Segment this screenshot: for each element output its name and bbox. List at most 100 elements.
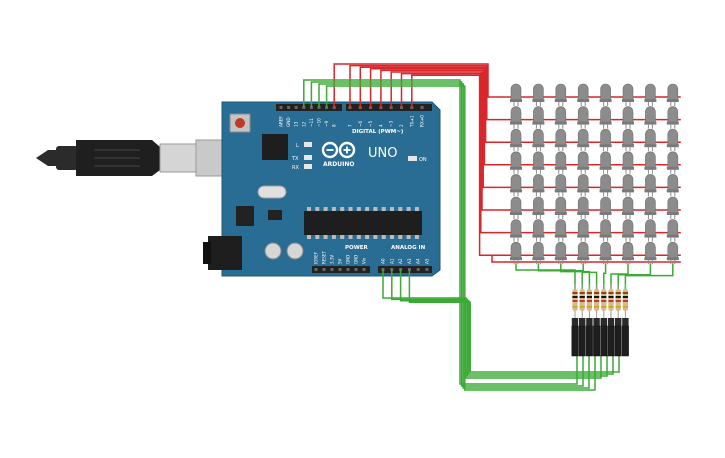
led[interactable] xyxy=(666,128,679,152)
digital-pin-hole[interactable] xyxy=(369,106,373,109)
led[interactable] xyxy=(554,174,567,197)
led[interactable] xyxy=(666,106,679,129)
led-matrix-8x8[interactable] xyxy=(510,83,679,265)
led[interactable] xyxy=(644,151,657,174)
led[interactable] xyxy=(577,83,590,106)
led[interactable] xyxy=(666,151,679,174)
led[interactable] xyxy=(532,196,545,219)
power-pin-hole[interactable] xyxy=(354,268,358,271)
led[interactable] xyxy=(510,174,522,197)
power-pin-hole[interactable] xyxy=(362,268,366,271)
led[interactable] xyxy=(599,196,612,219)
power-jack[interactable] xyxy=(208,236,242,270)
led[interactable] xyxy=(532,83,545,106)
power-pin-hole[interactable] xyxy=(338,268,342,271)
arduino-uno-board[interactable]: L TX RX ON ARDUINO UNO DIGITAL (PWM~) PO… xyxy=(203,101,441,277)
resistor[interactable] xyxy=(622,284,628,318)
digital-pin-hole[interactable] xyxy=(420,106,424,109)
led[interactable] xyxy=(622,241,634,265)
led[interactable] xyxy=(577,106,590,129)
led[interactable] xyxy=(644,241,657,265)
led[interactable] xyxy=(599,128,612,152)
led[interactable] xyxy=(510,241,522,265)
resistor[interactable] xyxy=(608,284,614,318)
header-pin-housing[interactable] xyxy=(621,325,629,357)
led[interactable] xyxy=(577,196,590,219)
resistor[interactable] xyxy=(615,284,621,318)
digital-pin-hole[interactable] xyxy=(400,106,403,109)
led[interactable] xyxy=(666,196,679,219)
led[interactable] xyxy=(554,128,567,152)
led[interactable] xyxy=(532,106,545,129)
resistor-array[interactable] xyxy=(572,284,628,318)
led[interactable] xyxy=(554,106,567,129)
header-pin-housing[interactable] xyxy=(607,325,615,357)
led[interactable] xyxy=(599,106,612,129)
digital-pin-hole[interactable] xyxy=(325,106,329,109)
led[interactable] xyxy=(599,174,612,197)
led[interactable] xyxy=(532,174,545,197)
led[interactable] xyxy=(532,219,545,242)
led[interactable] xyxy=(577,241,590,265)
led[interactable] xyxy=(666,219,679,242)
analog-pin-hole[interactable] xyxy=(425,268,429,271)
power-pin-hole[interactable] xyxy=(322,268,326,271)
resistor[interactable] xyxy=(572,284,578,318)
led[interactable] xyxy=(554,241,567,265)
power-pin-hole[interactable] xyxy=(314,268,318,271)
led[interactable] xyxy=(622,128,634,152)
led[interactable] xyxy=(554,219,567,242)
led[interactable] xyxy=(510,106,522,129)
power-pin-hole[interactable] xyxy=(346,268,350,271)
led[interactable] xyxy=(510,196,522,219)
resistor[interactable] xyxy=(579,284,585,318)
led[interactable] xyxy=(622,174,634,197)
pin-header-strip[interactable] xyxy=(571,318,629,357)
led[interactable] xyxy=(644,174,657,197)
led[interactable] xyxy=(666,83,679,106)
header-pin-housing[interactable] xyxy=(593,325,601,357)
led[interactable] xyxy=(666,174,679,197)
led[interactable] xyxy=(532,241,545,265)
led[interactable] xyxy=(622,106,634,129)
led[interactable] xyxy=(599,241,612,265)
led[interactable] xyxy=(510,219,522,242)
led[interactable] xyxy=(532,151,545,174)
digital-pin-hole[interactable] xyxy=(317,106,321,109)
led[interactable] xyxy=(577,128,590,152)
resistor[interactable] xyxy=(601,284,607,318)
digital-pin-hole[interactable] xyxy=(410,106,414,109)
digital-pin-hole[interactable] xyxy=(348,106,352,109)
analog-pin-hole[interactable] xyxy=(416,268,420,271)
power-pin-hole[interactable] xyxy=(330,268,334,271)
led[interactable] xyxy=(510,128,522,152)
led[interactable] xyxy=(599,151,612,174)
led[interactable] xyxy=(644,196,657,219)
header-pin-housing[interactable] xyxy=(578,325,586,357)
digital-pin-hole[interactable] xyxy=(332,106,336,109)
usb-cable[interactable] xyxy=(36,139,237,177)
led[interactable] xyxy=(532,128,545,152)
led[interactable] xyxy=(644,128,657,152)
led[interactable] xyxy=(644,83,657,106)
digital-pin-hole[interactable] xyxy=(287,106,291,109)
header-pin-housing[interactable] xyxy=(585,325,593,357)
header-pin-housing[interactable] xyxy=(571,325,579,357)
led[interactable] xyxy=(622,83,634,106)
reset-button[interactable] xyxy=(235,118,245,128)
digital-pin-hole[interactable] xyxy=(309,106,313,109)
led[interactable] xyxy=(577,151,590,174)
led[interactable] xyxy=(510,83,522,106)
resistor[interactable] xyxy=(594,284,600,318)
led[interactable] xyxy=(622,151,634,174)
digital-pin-hole[interactable] xyxy=(279,106,283,109)
digital-pin-hole[interactable] xyxy=(358,106,362,109)
led[interactable] xyxy=(622,219,634,242)
led[interactable] xyxy=(554,83,567,106)
led[interactable] xyxy=(599,219,612,242)
led[interactable] xyxy=(577,219,590,242)
led[interactable] xyxy=(644,219,657,242)
led[interactable] xyxy=(666,241,679,265)
header-pin-housing[interactable] xyxy=(614,325,622,357)
led[interactable] xyxy=(554,151,567,174)
